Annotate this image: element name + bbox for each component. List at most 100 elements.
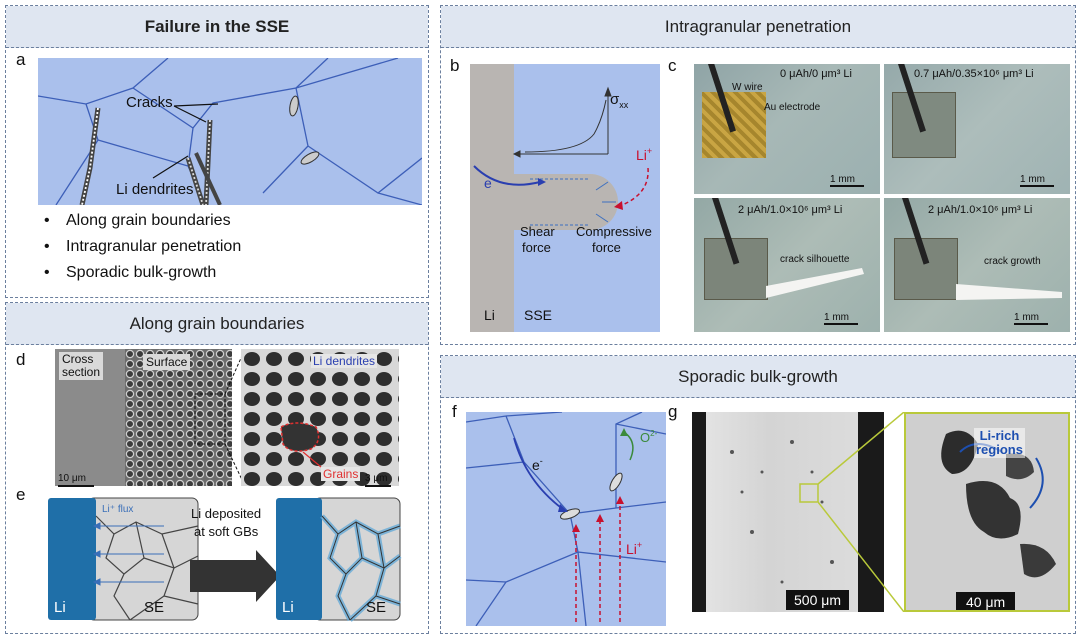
li-left-label: Li	[54, 599, 66, 616]
arrow-label-1: Li deposited	[191, 506, 261, 521]
li-right-bar	[276, 498, 322, 620]
electron-arrowhead-f	[558, 504, 568, 512]
crack-growth-label: crack growth	[984, 256, 1041, 267]
intragranular-header: Intragranular penetration	[441, 6, 1075, 48]
caption-c2: 0.7 μAh/0.35×10⁶ μm³ Li	[914, 68, 1034, 80]
flux-arrows	[92, 522, 164, 586]
scale-c4-label: 1 mm	[1014, 312, 1039, 323]
cracks-label: Cracks	[126, 94, 173, 111]
failure-modes-list: Along grain boundaries Intragranular pen…	[44, 208, 241, 286]
crack-silhouette-shape	[766, 268, 864, 298]
cross-section-label: Cross section	[59, 352, 104, 380]
caption-c4: 2 μAh/1.0×10⁶ μm³ Li	[928, 204, 1033, 216]
oxygen-arrowhead-f	[620, 428, 628, 436]
panel-b-diagram: σxx e- Li+ Shear force Compressive force…	[470, 64, 660, 332]
scale-10um: 10 μm	[58, 473, 94, 487]
scale-3um: 3 μm	[365, 473, 391, 487]
along-gb-header-title: Along grain boundaries	[129, 313, 305, 333]
crack-growth-shape	[956, 284, 1062, 300]
shear-label-2: force	[522, 240, 551, 255]
caption-c1: 0 μAh/0 μm³ Li	[780, 68, 852, 80]
panel-f-diagram: e- O2- Li+	[466, 412, 666, 626]
panel-letter-b: b	[450, 56, 460, 75]
sse-background	[38, 58, 422, 205]
scale-c2: 1 mm	[1020, 174, 1054, 187]
li-right-label: Li	[282, 599, 294, 616]
crack-silhouette-label: crack silhouette	[780, 254, 850, 265]
sporadic-header: Sporadic bulk-growth	[441, 356, 1075, 398]
surface-label: Surface	[143, 354, 191, 370]
panel-a-diagram: Cracks Li dendrites	[38, 58, 422, 205]
flux-label: Li⁺ flux	[102, 504, 133, 515]
crack-ellipses	[289, 95, 320, 165]
sem-bulk-image: 500 μm	[692, 412, 884, 612]
panel-e-diagram: Li⁺ flux Li SE Li deposited at soft GBs …	[48, 497, 402, 622]
failure-mode-item: Intragranular penetration	[44, 234, 241, 260]
zoom-lines-g	[818, 412, 905, 612]
li-dendrites-label-d: Li dendrites	[311, 354, 378, 368]
scale-10um-label: 10 μm	[58, 473, 86, 484]
electron-arrow	[473, 165, 541, 186]
electron-label: e-	[484, 174, 495, 191]
panel-letter-e: e	[16, 485, 26, 504]
shear-label-1: Shear	[520, 224, 555, 239]
failure-header: Failure in the SSE	[6, 6, 428, 48]
scale-c1: 1 mm	[830, 174, 864, 187]
failure-header-title: Failure in the SSE	[144, 16, 290, 36]
li-rich-label: Li-rich regions	[974, 428, 1025, 458]
along-gb-header: Along grain boundaries	[6, 303, 428, 345]
scale-3um-label: 3 μm	[365, 473, 388, 484]
cross-label-1: Cross	[62, 352, 94, 366]
li-ion-label: Li+	[636, 146, 652, 163]
cross-label-2: section	[62, 365, 101, 379]
sse-label-b: SSE	[524, 307, 552, 323]
along-gb-panel: Along grain boundaries	[5, 302, 429, 634]
process-arrow	[190, 550, 280, 602]
grain-boundaries-f	[466, 412, 666, 626]
sporadic-panel: Sporadic bulk-growth	[440, 355, 1076, 634]
panel-letter-d: d	[16, 350, 26, 369]
li-ion-arrowhead	[614, 201, 623, 210]
scale-500um: 500 μm	[786, 590, 849, 610]
stress-arrows	[530, 178, 616, 226]
li-dendrites	[79, 107, 222, 205]
oxygen-label-f: O2-	[640, 429, 658, 445]
intragranular-header-title: Intragranular penetration	[664, 16, 852, 36]
li-ion-label-f: Li+	[626, 540, 642, 557]
sem-li-rich-image: Li-rich regions 40 μm	[904, 412, 1070, 612]
photo-c4: 2 μAh/1.0×10⁶ μm³ Li crack growth 1 mm	[884, 198, 1070, 332]
scale-40um: 40 μm	[956, 592, 1016, 610]
panel-letter-f: f	[452, 402, 457, 421]
li-rich-label-1: Li-rich	[979, 428, 1020, 443]
panel-letter-c: c	[668, 56, 677, 75]
photo-c2: 0.7 μAh/0.35×10⁶ μm³ Li 1 mm	[884, 64, 1070, 194]
sporadic-header-title: Sporadic bulk-growth	[678, 366, 838, 386]
se-left-grains	[95, 515, 199, 621]
au-electrode-c3	[704, 238, 768, 300]
photo-c1: W wire Au electrode 0 μAh/0 μm³ Li 1 mm	[694, 64, 880, 194]
au-electrode-label: Au electrode	[764, 102, 821, 113]
callout-arrows	[152, 103, 219, 179]
caption-c3: 2 μAh/1.0×10⁶ μm³ Li	[738, 204, 843, 216]
se-right-label: SE	[366, 599, 386, 616]
li-ion-heads-f	[572, 496, 624, 532]
scale-c3-label: 1 mm	[824, 312, 849, 323]
sigma-plot	[512, 86, 612, 158]
scale-40um-label: 40 μm	[966, 594, 1006, 610]
failure-mode-item: Sporadic bulk-growth	[44, 260, 241, 286]
grains-label: Grains	[321, 467, 361, 481]
electron-label-f: e-	[532, 456, 543, 473]
scale-c4: 1 mm	[1014, 312, 1048, 325]
gb-ellipses-f	[560, 472, 623, 520]
sem-surface-zoom-image: Li dendrites Grains	[241, 349, 399, 486]
w-wire-label: W wire	[732, 82, 763, 93]
arrow-label-2: at soft GBs	[194, 524, 259, 539]
electron-arrowhead	[538, 178, 546, 186]
compressive-label-2: force	[592, 240, 621, 255]
se-right-grain-lines	[321, 515, 401, 621]
li-rich-label-2: regions	[976, 442, 1023, 457]
li-ion-arrow	[619, 167, 649, 207]
sem-cross-section-image: Cross section Surface	[55, 349, 232, 486]
scale-c2-label: 1 mm	[1020, 174, 1045, 185]
panel-letter-g: g	[668, 402, 678, 421]
